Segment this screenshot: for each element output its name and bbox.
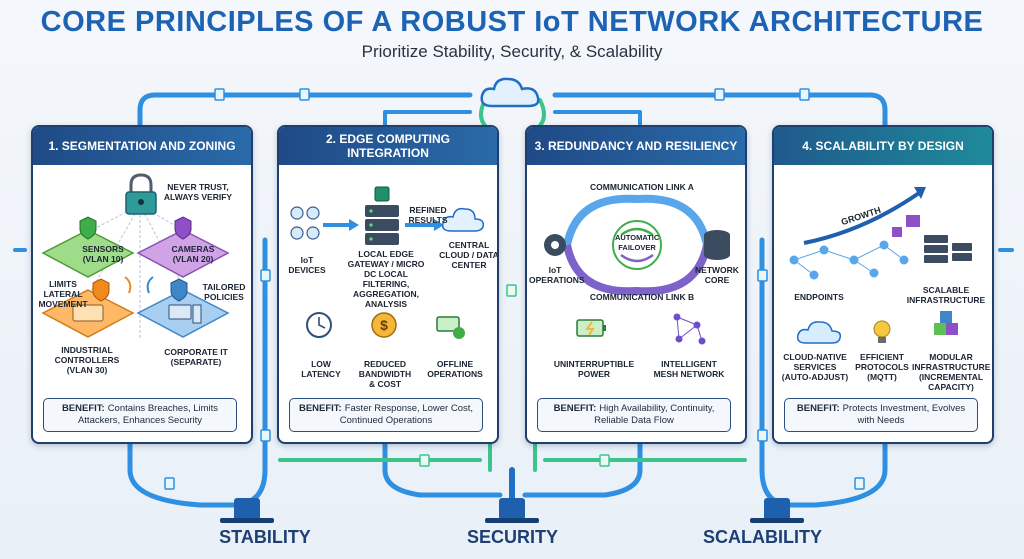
label-cameras: CAMERAS (VLAN 20) (171, 244, 215, 264)
label-central: CENTRAL CLOUD / DATA CENTER (439, 240, 499, 270)
pillar-security: SECURITY (466, 527, 558, 547)
dollar-icon: $ (371, 312, 397, 338)
label-reduced: REDUCED BANDWIDTH & COST (358, 359, 412, 389)
benefit-text: High Availability, Continuity, Reliable … (594, 403, 715, 426)
benefit-text: Faster Response, Lower Cost, Continued O… (339, 403, 474, 426)
label-offline: OFFLINE OPERATIONS (427, 359, 483, 379)
modular-blocks-icon (934, 311, 958, 335)
label-limits: LIMITS LATERAL MOVEMENT (38, 279, 88, 309)
page-title: CORE PRINCIPLES OF A ROBUST IoT NETWORK … (40, 6, 984, 38)
benefit-box: BENEFIT:Contains Breaches, Limits Attack… (43, 398, 237, 432)
lock-icon (125, 173, 157, 215)
benefit-label: BENEFIT: (298, 403, 342, 414)
benefit-label: BENEFIT: (796, 403, 840, 414)
segmentation-diagram (41, 173, 230, 340)
label-cloud-native: CLOUD-NATIVE SERVICES (AUTO-ADJUST) (781, 352, 849, 382)
database-icon (704, 230, 730, 260)
endpoint-network-icon (789, 240, 909, 280)
cloud-icon (480, 77, 540, 108)
panel-header: 1. SEGMENTATION AND ZONING (33, 127, 251, 165)
panel-scalability: 4. SCALABILITY BY DESIGN GROWTH ENDPOINT… (772, 125, 994, 444)
panel-title: 2. EDGE COMPUTING INTEGRATION (325, 132, 450, 160)
panel-header: 3. REDUNDANCY AND RESILIENCY (527, 127, 745, 165)
panel-edge-computing: 2. EDGE COMPUTING INTEGRATION $ IoT (277, 125, 499, 444)
growth-arrow-icon (914, 187, 926, 199)
label-industrial: INDUSTRIAL CONTROLLERS (VLAN 30) (54, 345, 120, 375)
label-link-a: COMMUNICATION LINK A (590, 182, 694, 192)
panel-header: 2. EDGE COMPUTING INTEGRATION (279, 127, 497, 165)
label-refined: REFINED RESULTS (408, 205, 448, 225)
mesh-network-icon (673, 313, 706, 345)
label-scalable-infra: SCALABLE INFRASTRUCTURE (906, 285, 986, 305)
lightbulb-icon (873, 320, 891, 343)
label-efficient: EFFICIENT PROTOCOLS (MQTT) (855, 352, 909, 382)
label-tailored: TAILORED POLICIES (202, 282, 246, 302)
gear-icon (544, 234, 566, 256)
cloud-icon (796, 321, 842, 344)
panel-segmentation: 1. SEGMENTATION AND ZONING (31, 125, 253, 444)
benefit-box: BENEFIT:Protects Investment, Evolves wit… (784, 398, 978, 432)
panel-header: 4. SCALABILITY BY DESIGN (774, 127, 992, 165)
redundancy-diagram (544, 194, 730, 345)
label-mesh: INTELLIGENT MESH NETWORK (653, 359, 725, 379)
svg-text:$: $ (380, 317, 388, 333)
label-corporate: CORPORATE IT (SEPARATE) (164, 347, 228, 367)
server-icon (365, 186, 399, 245)
label-modular: MODULAR INFRASTRUCTURE (INCREMENTAL CAPA… (912, 352, 991, 392)
label-ups: UNINTERRUPTIBLE POWER (553, 359, 635, 379)
panel-redundancy: 3. REDUNDANCY AND RESILIENCY COMMUNICATI… (525, 125, 747, 444)
label-endpoints: ENDPOINTS (794, 292, 844, 302)
edge-diagram: $ (290, 186, 485, 339)
label-link-b: COMMUNICATION LINK B (589, 292, 695, 302)
benefit-label: BENEFIT: (61, 403, 105, 414)
panel-title: 3. REDUNDANCY AND RESILIENCY (534, 139, 738, 153)
label-failover: AUTOMATIC FAILOVER (615, 233, 660, 252)
scalability-diagram (789, 187, 972, 344)
label-iot-devices: IoT DEVICES (288, 255, 326, 275)
pillar-scalability: SCALABILITY (703, 527, 822, 547)
server-rack-icon (924, 235, 972, 263)
panel-title: 1. SEGMENTATION AND ZONING (48, 139, 236, 153)
label-low-latency: LOW LATENCY (301, 359, 341, 379)
benefit-box: BENEFIT:High Availability, Continuity, R… (537, 398, 731, 432)
cloud-icon (441, 207, 485, 232)
clock-icon (306, 312, 332, 338)
label-iot-ops: IoT OPERATIONS (529, 265, 585, 285)
benefit-text: Protects Investment, Evolves with Needs (842, 403, 966, 426)
label-sensors: SENSORS (VLAN 10) (82, 244, 124, 264)
benefit-box: BENEFIT:Faster Response, Lower Cost, Con… (289, 398, 483, 432)
panel-title: 4. SCALABILITY BY DESIGN (802, 139, 964, 153)
battery-icon (436, 316, 465, 339)
pillar-stability: STABILITY (219, 527, 311, 547)
iot-devices-icon (290, 206, 320, 240)
battery-icon (576, 319, 606, 337)
label-never-trust: NEVER TRUST, ALWAYS VERIFY (163, 182, 233, 202)
benefit-label: BENEFIT: (553, 403, 597, 414)
benefit-text: Contains Breaches, Limits Attackers, Enh… (77, 403, 219, 426)
label-network-core: NETWORK CORE (695, 265, 739, 285)
label-gateway: LOCAL EDGE GATEWAY / MICRO DC LOCAL FILT… (347, 249, 425, 309)
page-subtitle: Prioritize Stability, Security, & Scalab… (361, 42, 663, 61)
